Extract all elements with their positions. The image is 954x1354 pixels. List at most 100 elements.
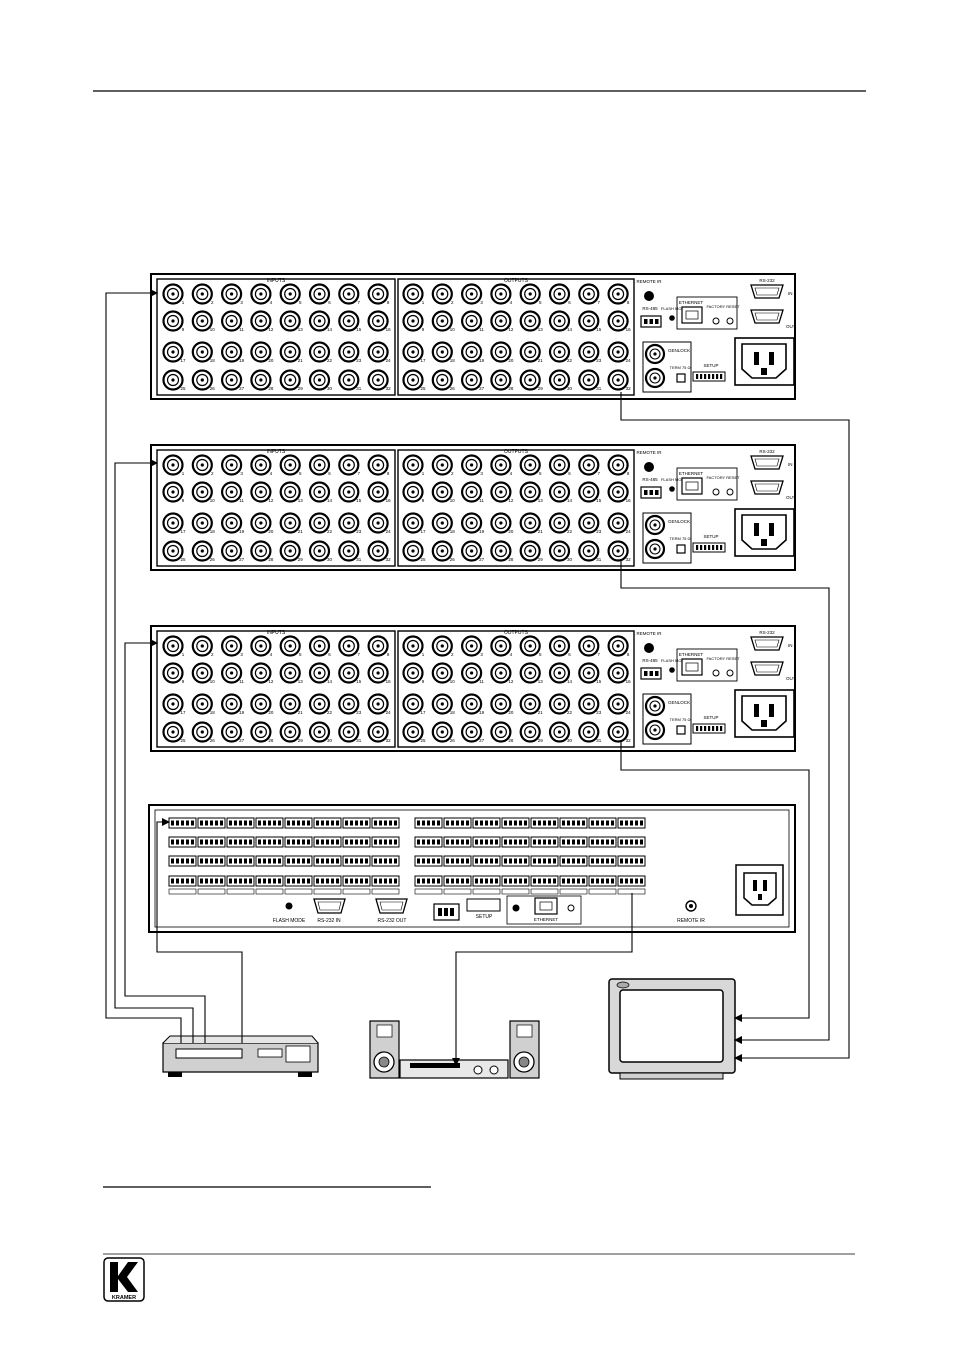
terminal-block[interactable]	[313, 875, 342, 887]
audio-ethernet-port[interactable]	[534, 897, 558, 915]
output-bnc-8[interactable]	[607, 454, 629, 476]
input-bnc-12[interactable]	[250, 662, 272, 684]
input-bnc-31[interactable]	[338, 540, 360, 562]
input-bnc-29[interactable]	[279, 369, 301, 391]
input-bnc-3[interactable]	[221, 635, 243, 657]
input-bnc-30[interactable]	[308, 721, 331, 743]
terminal-block[interactable]	[255, 855, 284, 867]
output-bnc-1[interactable]	[402, 283, 424, 305]
input-bnc-29[interactable]	[279, 721, 301, 743]
input-bnc-17[interactable]	[162, 693, 184, 715]
terminal-block[interactable]	[371, 855, 400, 867]
output-bnc-10[interactable]	[431, 481, 453, 503]
output-bnc-17[interactable]	[402, 512, 424, 534]
terminal-block[interactable]	[559, 817, 588, 829]
output-bnc-25[interactable]	[402, 721, 424, 743]
terminal-block[interactable]	[414, 875, 443, 887]
output-bnc-9[interactable]	[402, 662, 424, 684]
input-bnc-19[interactable]	[221, 512, 243, 534]
terminal-block[interactable]	[472, 875, 501, 887]
input-bnc-8[interactable]	[367, 635, 389, 657]
input-bnc-31[interactable]	[338, 369, 360, 391]
input-bnc-25[interactable]	[162, 369, 184, 391]
ethernet-port[interactable]	[681, 306, 703, 324]
output-bnc-23[interactable]	[578, 341, 600, 363]
output-bnc-18[interactable]	[431, 341, 453, 363]
output-bnc-30[interactable]	[548, 369, 571, 391]
terminal-block[interactable]	[342, 855, 371, 867]
input-bnc-31[interactable]	[338, 721, 360, 743]
genlock-bnc-2[interactable]	[644, 367, 666, 389]
input-bnc-9[interactable]	[162, 310, 184, 332]
terminal-block[interactable]	[472, 817, 501, 829]
input-bnc-10[interactable]	[191, 481, 213, 503]
rs232-in-connector[interactable]	[750, 284, 784, 299]
factory-reset-button[interactable]	[712, 669, 720, 677]
input-bnc-25[interactable]	[162, 540, 184, 562]
rs232-in-connector[interactable]	[750, 455, 784, 470]
terminal-block[interactable]	[472, 836, 501, 848]
input-bnc-4[interactable]	[250, 283, 272, 305]
input-bnc-14[interactable]	[308, 662, 331, 684]
input-bnc-5[interactable]	[279, 283, 301, 305]
power-socket[interactable]	[734, 337, 795, 386]
terminal-block[interactable]	[617, 817, 646, 829]
input-bnc-11[interactable]	[221, 481, 243, 503]
terminal-block[interactable]	[559, 836, 588, 848]
input-bnc-12[interactable]	[250, 310, 272, 332]
output-bnc-11[interactable]	[461, 481, 483, 503]
input-bnc-20[interactable]	[250, 341, 272, 363]
terminal-block[interactable]	[313, 836, 342, 848]
output-bnc-26[interactable]	[431, 369, 453, 391]
terminal-block[interactable]	[255, 836, 284, 848]
terminal-block[interactable]	[414, 855, 443, 867]
input-bnc-22[interactable]	[308, 512, 331, 534]
input-bnc-28[interactable]	[250, 721, 272, 743]
input-bnc-7[interactable]	[338, 283, 360, 305]
term-switch[interactable]	[676, 373, 686, 383]
output-bnc-13[interactable]	[519, 481, 541, 503]
input-bnc-28[interactable]	[250, 369, 272, 391]
terminal-block[interactable]	[588, 855, 617, 867]
output-bnc-30[interactable]	[548, 540, 571, 562]
output-bnc-3[interactable]	[461, 635, 483, 657]
output-bnc-18[interactable]	[431, 693, 453, 715]
terminal-block[interactable]	[559, 875, 588, 887]
input-bnc-7[interactable]	[338, 635, 360, 657]
terminal-block[interactable]	[472, 855, 501, 867]
terminal-block[interactable]	[443, 836, 472, 848]
audio-setup-switch[interactable]	[466, 898, 501, 912]
terminal-block[interactable]	[530, 836, 559, 848]
output-bnc-20[interactable]	[490, 512, 512, 534]
output-bnc-31[interactable]	[578, 721, 600, 743]
input-bnc-23[interactable]	[338, 693, 360, 715]
output-bnc-18[interactable]	[431, 512, 453, 534]
output-bnc-12[interactable]	[490, 310, 512, 332]
input-bnc-5[interactable]	[279, 454, 301, 476]
term-switch[interactable]	[676, 725, 686, 735]
terminal-block[interactable]	[414, 836, 443, 848]
ethernet-port[interactable]	[681, 477, 703, 495]
input-bnc-28[interactable]	[250, 540, 272, 562]
input-bnc-29[interactable]	[279, 540, 301, 562]
output-bnc-28[interactable]	[490, 721, 512, 743]
input-bnc-18[interactable]	[191, 693, 213, 715]
terminal-block[interactable]	[414, 817, 443, 829]
output-bnc-4[interactable]	[490, 635, 512, 657]
terminal-block[interactable]	[226, 875, 255, 887]
input-bnc-10[interactable]	[191, 662, 213, 684]
output-bnc-31[interactable]	[578, 540, 600, 562]
input-bnc-24[interactable]	[367, 512, 389, 534]
output-bnc-23[interactable]	[578, 512, 600, 534]
power-socket[interactable]	[734, 689, 795, 738]
terminal-block[interactable]	[371, 817, 400, 829]
terminal-block[interactable]	[501, 875, 530, 887]
input-bnc-15[interactable]	[338, 310, 360, 332]
input-bnc-21[interactable]	[279, 512, 301, 534]
input-bnc-21[interactable]	[279, 341, 301, 363]
output-bnc-16[interactable]	[607, 481, 629, 503]
output-bnc-7[interactable]	[578, 454, 600, 476]
output-bnc-8[interactable]	[607, 283, 629, 305]
input-bnc-32[interactable]	[367, 369, 389, 391]
terminal-block[interactable]	[284, 875, 313, 887]
